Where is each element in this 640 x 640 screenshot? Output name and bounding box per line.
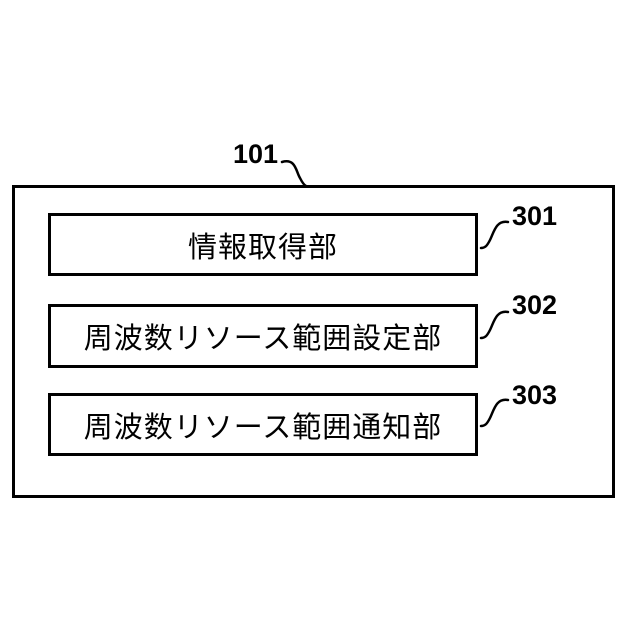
outer-box-leader-line [282, 161, 306, 186]
block-302-leader-line [481, 312, 508, 338]
block-301-leader-line [481, 222, 508, 248]
block-303-leader-line [481, 400, 508, 426]
